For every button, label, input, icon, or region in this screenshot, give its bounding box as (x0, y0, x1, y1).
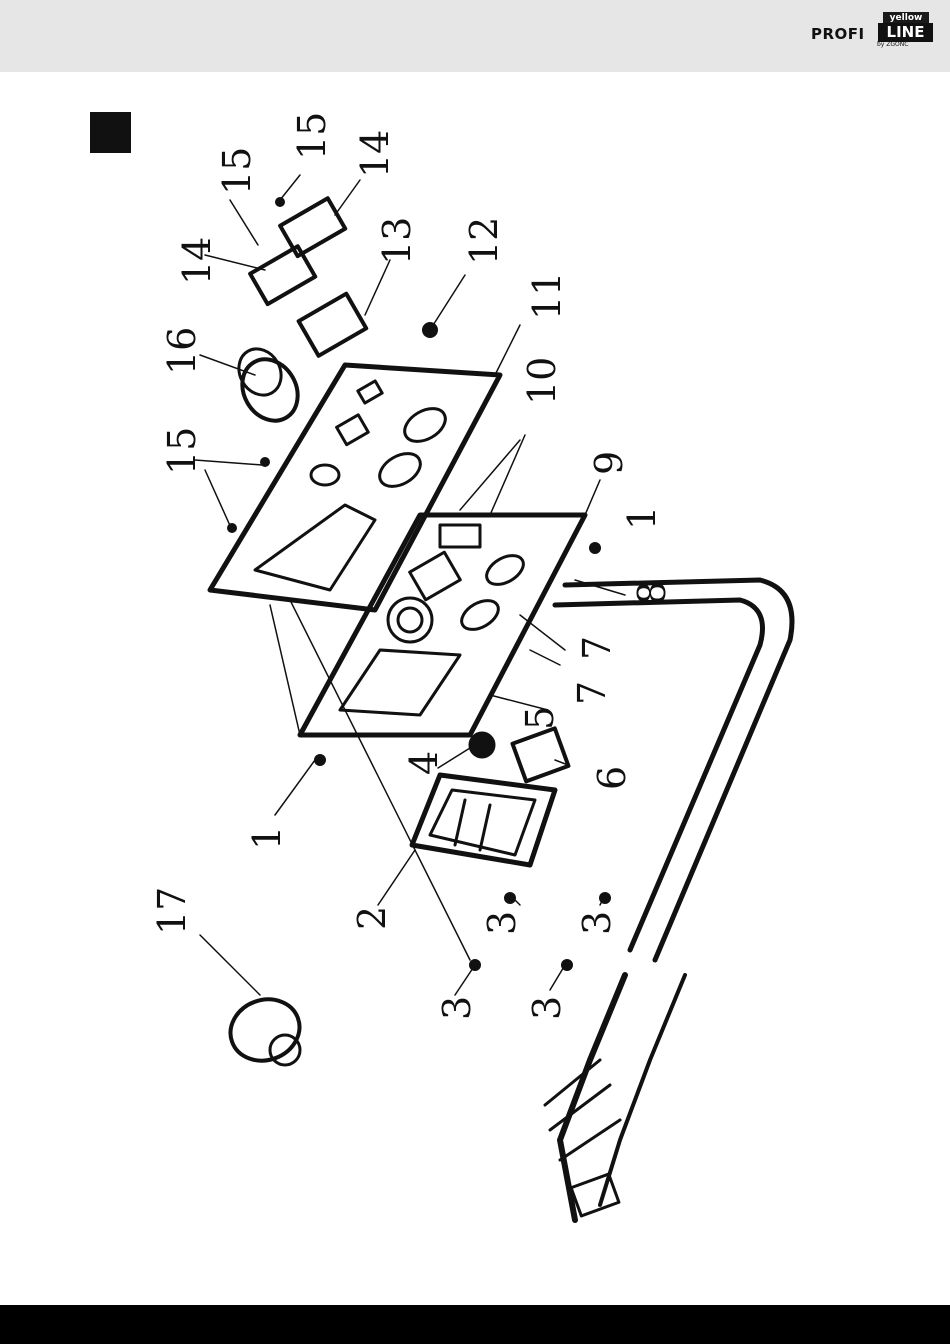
callout-12: 12 (462, 217, 506, 265)
callout-labels: 1 2 3 3 3 3 4 5 6 7 7 8 9 10 11 12 13 14… (150, 112, 674, 1020)
callout-1-left: 1 (245, 826, 289, 850)
callout-15-top: 15 (290, 112, 334, 160)
callout-14-left: 14 (175, 237, 219, 285)
callout-8: 8 (630, 581, 674, 605)
callout-3-d: 3 (575, 911, 619, 935)
callout-15-mid: 15 (215, 147, 259, 195)
callout-5: 5 (518, 706, 562, 730)
callout-2: 2 (350, 906, 394, 930)
switch-part-6 (512, 728, 568, 781)
callout-10: 10 (520, 357, 564, 405)
exploded-parts-diagram: 1 2 3 3 3 3 4 5 6 7 7 8 9 10 11 12 13 14… (0, 80, 950, 1300)
callout-13: 13 (375, 217, 419, 265)
callout-3-c: 3 (525, 996, 569, 1020)
logo-profi-text: PROFI (811, 25, 865, 43)
callout-15-low: 15 (160, 427, 204, 475)
page-header: yellow PROFI LINE by ZGONC (0, 0, 950, 72)
breaker-box-part-2 (412, 775, 555, 865)
knob-part-4 (470, 733, 494, 757)
logo-line-text: LINE (878, 23, 933, 42)
meter-part-17 (222, 990, 308, 1070)
callout-6: 6 (590, 766, 634, 790)
callout-7-b: 7 (575, 636, 619, 660)
callout-16: 16 (160, 327, 204, 375)
callout-14-right: 14 (353, 130, 397, 178)
logo-by-text: by ZGONC (877, 41, 908, 48)
socket-part-13 (299, 294, 367, 356)
callout-1-right: 1 (620, 506, 664, 530)
socket-part-14-b (280, 198, 345, 256)
callout-9: 9 (587, 451, 631, 475)
callout-7-a: 7 (570, 681, 614, 705)
callout-17: 17 (150, 887, 194, 935)
page-footer-bar (0, 1305, 950, 1344)
callout-4: 4 (402, 751, 446, 775)
brand-logo: yellow PROFI LINE by ZGONC (811, 12, 936, 48)
cylinder-part-16 (231, 341, 309, 430)
socket-part-14-a (250, 246, 315, 304)
callout-11: 11 (525, 272, 569, 320)
callout-3-b: 3 (480, 911, 524, 935)
callout-3-a: 3 (435, 996, 479, 1020)
